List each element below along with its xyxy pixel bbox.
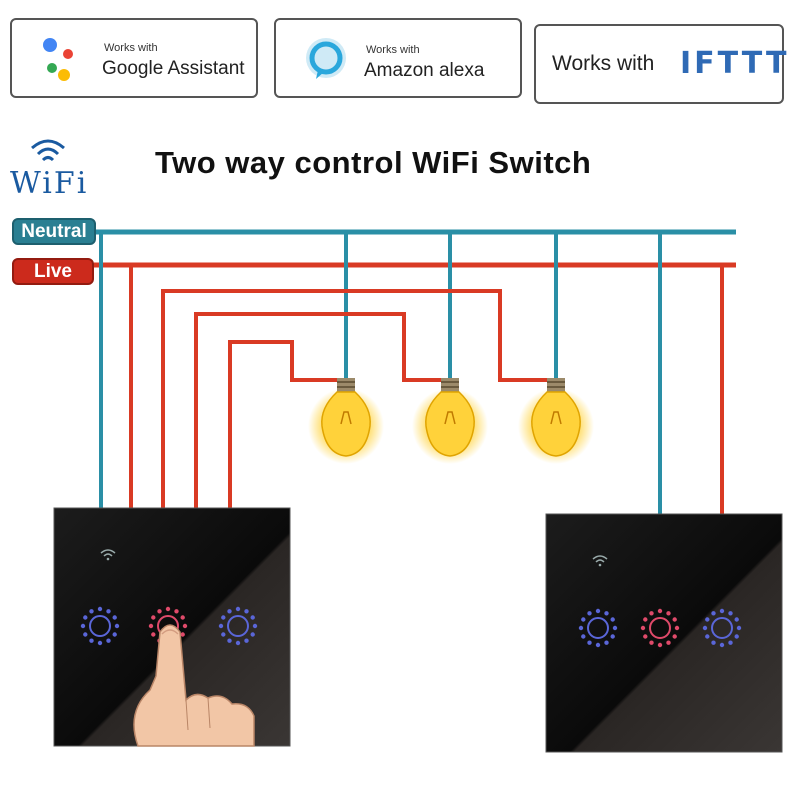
neutral-label: Neutral	[12, 218, 96, 245]
ifttt-badge: Works with IFTTT	[534, 24, 786, 104]
live-label: Live	[12, 258, 94, 285]
right-switch-panel	[545, 513, 783, 753]
alexa-badge: Works with Amazon alexa	[274, 18, 522, 98]
switched-wire-bulb-1	[228, 340, 346, 508]
page-title: Two way control WiFi Switch	[155, 145, 592, 180]
right-switch-touch-button-1[interactable]	[578, 608, 618, 648]
finger-icon	[133, 624, 255, 747]
ifttt-works-with-label: Works with	[552, 52, 655, 75]
switched-wire-bulb-3	[161, 289, 556, 508]
wifi-icon	[592, 555, 608, 567]
alexa-ring-icon	[306, 38, 346, 79]
left-switch-touch-button-1[interactable]	[80, 606, 120, 646]
right-switch-touch-button-3[interactable]	[702, 608, 742, 648]
ifttt-logo: IFTTT	[680, 46, 790, 81]
wifi-logo-text: WiFi	[10, 166, 89, 201]
switched-wire-bulb-2	[194, 312, 450, 508]
wifi-icon	[100, 549, 116, 561]
right-switch-touch-button-2[interactable]	[640, 608, 680, 648]
google-assistant-label: Google Assistant	[102, 58, 245, 79]
google-assistant-badge: Works with Google Assistant	[10, 18, 258, 98]
light-bulb-icon	[308, 378, 384, 464]
light-bulb-icon	[518, 378, 594, 464]
light-bulb-icon	[412, 378, 488, 464]
amazon-alexa-label: Amazon alexa	[364, 60, 485, 81]
alexa-works-with-label: Works with	[366, 44, 420, 56]
left-switch-touch-button-3[interactable]	[218, 606, 258, 646]
google-assistant-dots-icon	[43, 38, 73, 81]
wifi-icon	[31, 139, 65, 162]
google-works-with-label: Works with	[104, 42, 158, 54]
